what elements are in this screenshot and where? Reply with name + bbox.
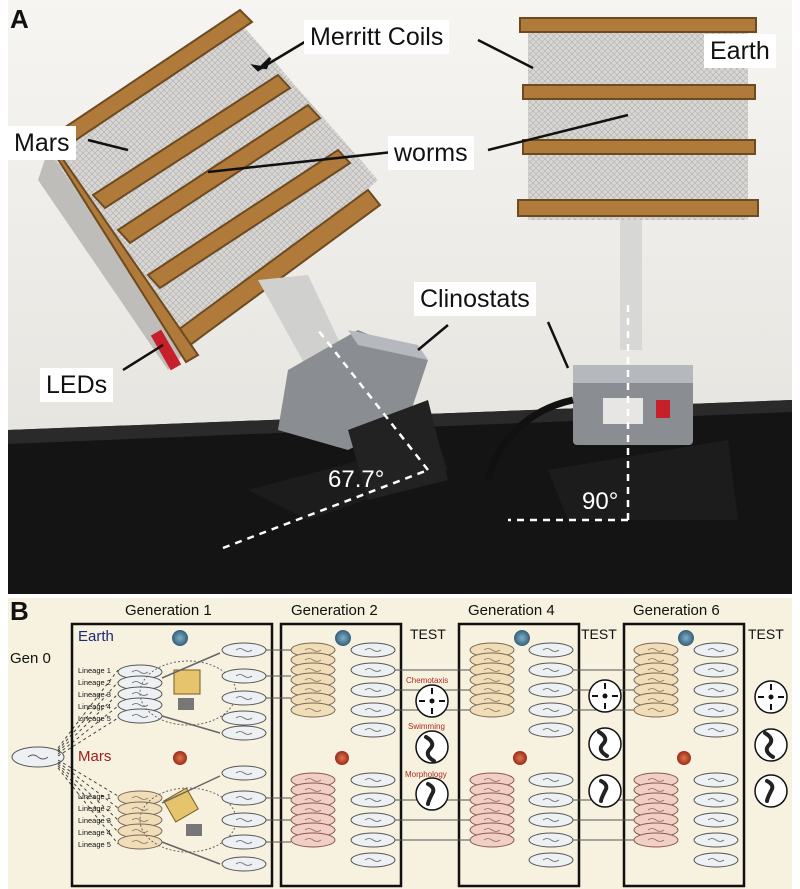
generation-boxes <box>70 622 746 888</box>
worm-icon <box>424 730 775 806</box>
leds-label: LEDs <box>40 368 114 402</box>
mars-icon <box>173 751 691 765</box>
test-label-1: TEST <box>410 626 446 642</box>
panel-b-letter: B <box>10 598 29 626</box>
worms-label: worms <box>388 136 474 170</box>
test-label-3: TEST <box>748 626 784 642</box>
chemotaxis-icon <box>419 683 784 714</box>
gen1-arrows <box>161 652 221 865</box>
mars-lineage-1: Lineage 1 <box>78 792 111 801</box>
gen1-output-dishes <box>221 642 267 872</box>
clinostats-label: Clinostats <box>414 282 536 316</box>
gen1-mars-stack <box>117 790 163 850</box>
mars-lineage-4: Lineage 4 <box>78 828 111 837</box>
generation-4-label: Generation 4 <box>468 602 555 619</box>
mars-clinostat <box>248 275 448 520</box>
earth-lineage-5: Lineage 5 <box>78 714 111 723</box>
earth-label: Earth <box>704 34 776 68</box>
swimming-label: Swimming <box>408 722 445 731</box>
panel-a-letter: A <box>10 4 29 34</box>
earth-lineage-1: Lineage 1 <box>78 666 111 675</box>
mars-label: Mars <box>8 126 76 160</box>
generation-1-label: Generation 1 <box>125 602 212 619</box>
schematic-illustration <box>11 622 788 888</box>
mars-lineage-2: Lineage 2 <box>78 804 111 813</box>
generation-6-label: Generation 6 <box>633 602 720 619</box>
earth-icon <box>172 630 694 646</box>
mars-coil <box>38 8 382 371</box>
mars-lineage-3: Lineage 3 <box>78 816 111 825</box>
earth-angle-label: 90° <box>582 488 619 515</box>
morphology-label: Morphology <box>405 770 447 779</box>
mars-angle-label: 67.7° <box>328 466 385 493</box>
photo-panel-a: A Merritt Coils Earth Mars worms Clinost… <box>8 0 792 594</box>
angle-guides <box>222 300 630 550</box>
chemotaxis-label: Chemotaxis <box>406 676 449 685</box>
schematic-panel-b: B Gen 0 Generation 1 Generation 2 Genera… <box>8 598 792 889</box>
gen0-label: Gen 0 <box>10 650 51 667</box>
gen0-arrows <box>57 669 119 845</box>
merritt-coils-label: Merritt Coils <box>304 20 450 54</box>
earth-lineage-4: Lineage 4 <box>78 702 111 711</box>
earth-lineage-2: Lineage 2 <box>78 678 111 687</box>
mars-group-label: Mars <box>78 748 112 765</box>
generation-2-label: Generation 2 <box>291 602 378 619</box>
callout-lines <box>87 38 629 372</box>
photo-illustration <box>8 0 792 594</box>
test-label-2: TEST <box>581 626 617 642</box>
earth-group-label: Earth <box>78 628 114 645</box>
earth-clinostat <box>484 365 738 520</box>
earth-lineage-3: Lineage 3 <box>78 690 111 699</box>
mars-lineage-5: Lineage 5 <box>78 840 111 849</box>
